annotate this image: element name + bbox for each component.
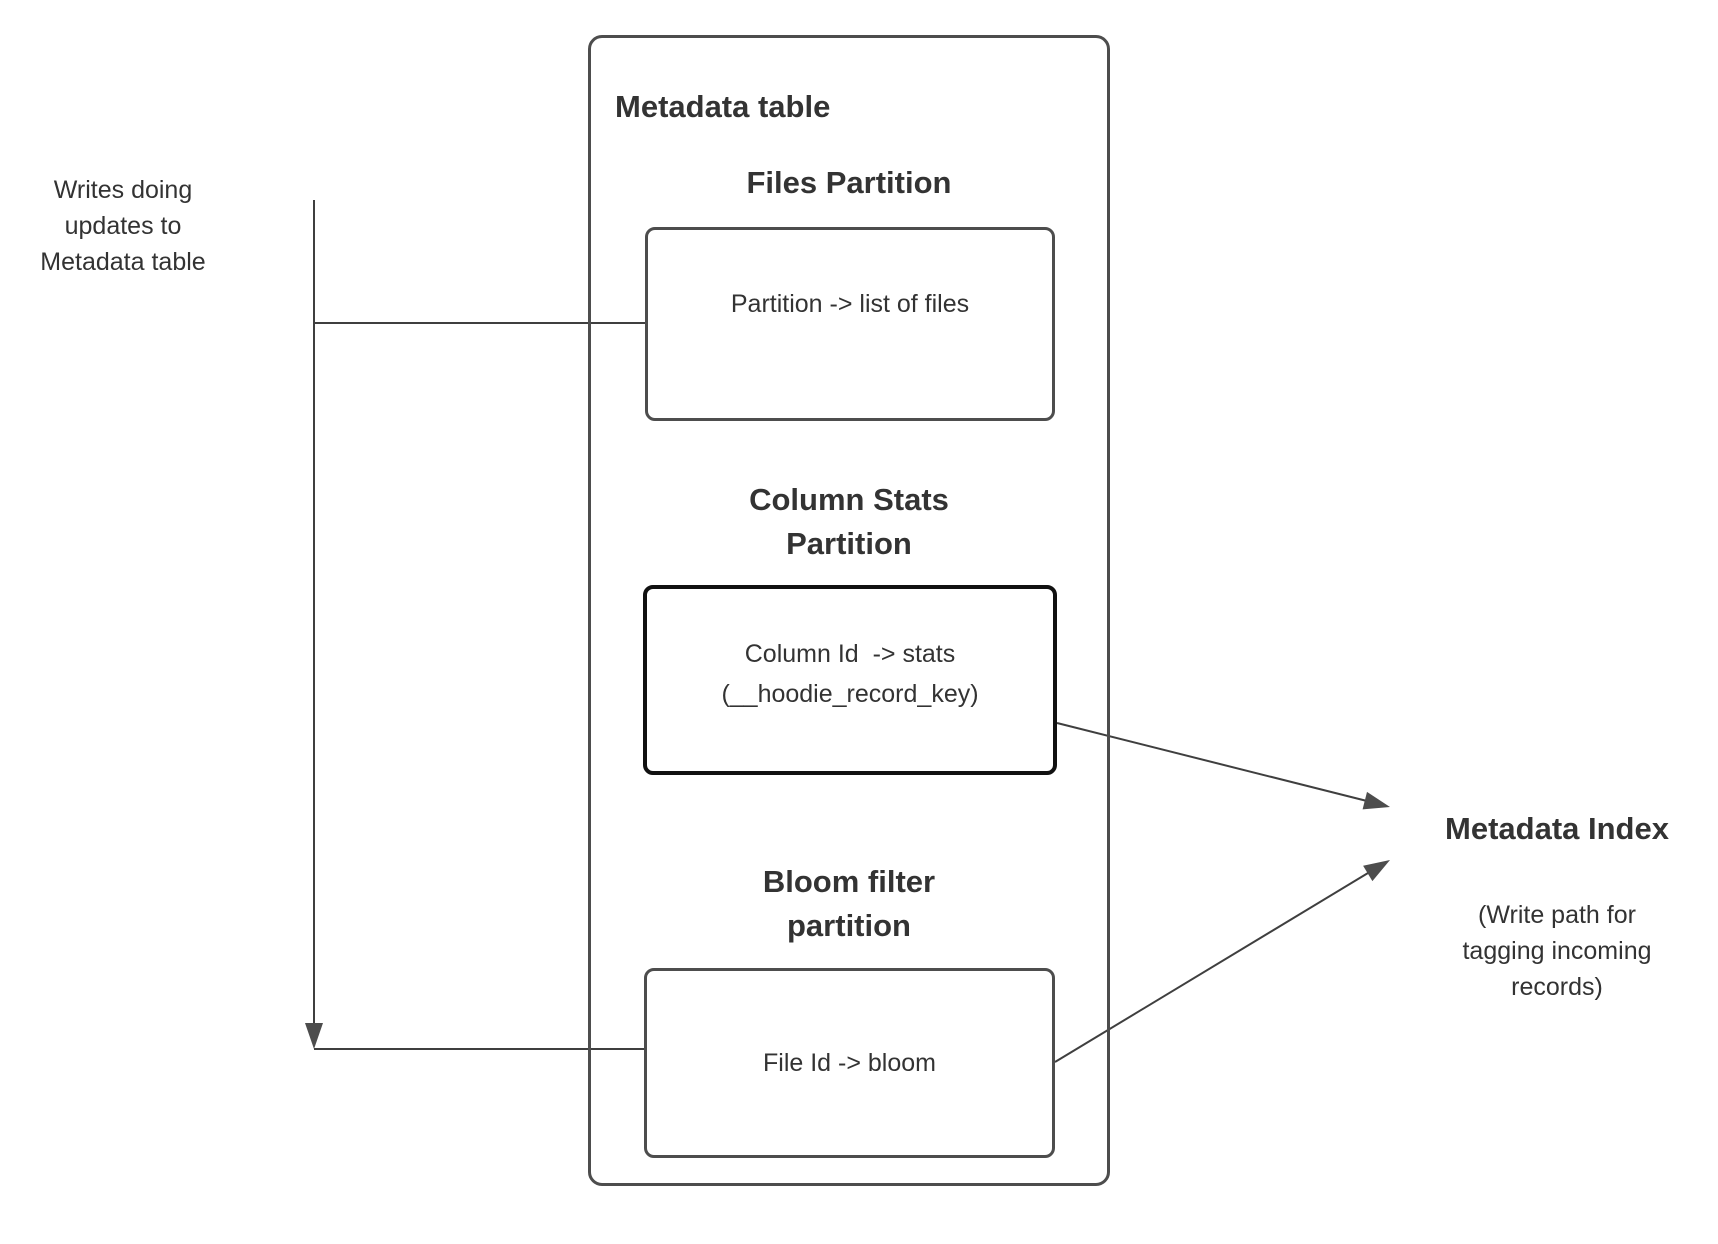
metadata-index-subtitle: (Write path for tagging incoming records… bbox=[1377, 897, 1718, 1005]
writes-annotation-line-2: updates to bbox=[64, 212, 182, 240]
bloom-partition-label: File Id -> bloom bbox=[763, 1049, 936, 1077]
metadata-index-subtitle-line-2: tagging incoming bbox=[1462, 937, 1652, 965]
metadata-index-subtitle-line-1: (Write path for bbox=[1478, 901, 1636, 929]
column-stats-partition-box: Column Id -> stats (__hoodie_record_key) bbox=[643, 585, 1057, 775]
files-partition-label: Partition -> list of files bbox=[730, 290, 970, 318]
metadata-table-title: Metadata table bbox=[615, 89, 831, 124]
writes-annotation-line-3: Metadata table bbox=[40, 248, 206, 276]
writes-down-arrowhead-icon bbox=[305, 1023, 323, 1049]
column-stats-label-line-2: (__hoodie_record_key) bbox=[721, 680, 979, 708]
writes-annotation: Writes doing updates to Metadata table bbox=[3, 172, 243, 280]
bloom-to-index-arrowhead-icon bbox=[1363, 860, 1390, 882]
bloom-filter-partition-box: File Id -> bloom bbox=[644, 968, 1055, 1158]
bloom-filter-partition-heading: Bloom filter partition bbox=[588, 860, 1110, 948]
column-stats-label-line-1: Column Id -> stats bbox=[744, 640, 956, 668]
column-stats-heading-line-2: Partition bbox=[786, 526, 912, 561]
column-stats-heading-line-1: Column Stats bbox=[749, 482, 949, 517]
writes-annotation-line-1: Writes doing bbox=[53, 176, 193, 204]
column-stats-to-index-arrowhead-icon bbox=[1362, 791, 1390, 810]
metadata-index-subtitle-line-3: records) bbox=[1511, 973, 1603, 1001]
column-stats-partition-heading: Column Stats Partition bbox=[588, 478, 1110, 566]
files-partition-heading: Files Partition bbox=[746, 165, 952, 200]
metadata-table-container bbox=[588, 35, 1110, 1186]
metadata-index-title: Metadata Index bbox=[1445, 811, 1669, 846]
files-partition-box: Partition -> list of files bbox=[645, 227, 1055, 421]
bloom-heading-line-2: partition bbox=[787, 908, 911, 943]
bloom-heading-line-1: Bloom filter bbox=[762, 864, 936, 899]
